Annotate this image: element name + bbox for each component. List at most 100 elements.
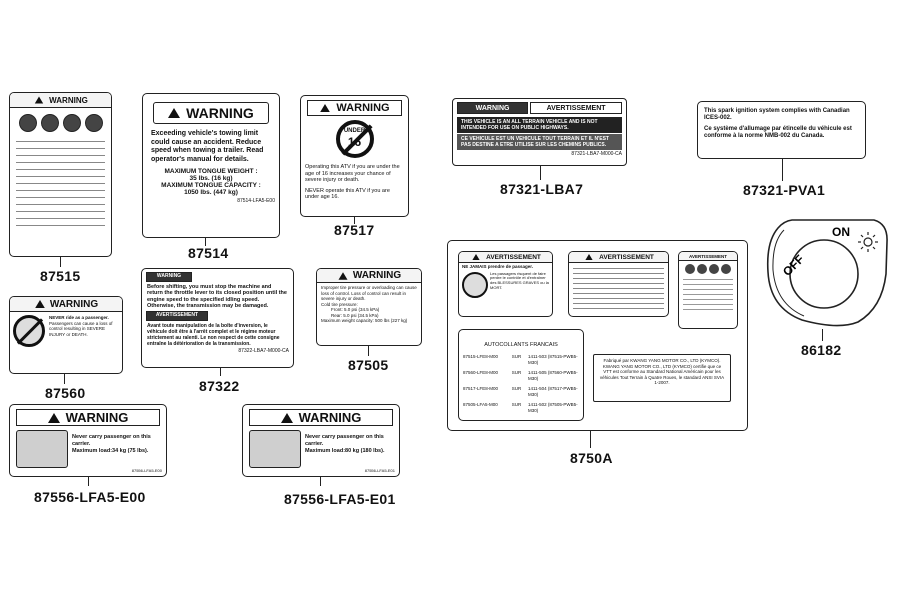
passenger-warning-text: Passengers can cause a loss of control r… (49, 320, 113, 337)
decal-87515: WARNING (9, 92, 112, 257)
part-number-87514: 87514 (188, 245, 229, 261)
warning-title: WARNING (49, 298, 99, 310)
part-number-87560: 87560 (45, 385, 86, 401)
warning-banner: WARNING (457, 102, 529, 114)
french-list-cell-ref: 1411-502 (87505-PWB5-M30) (527, 402, 578, 413)
leader-87556-e01 (320, 477, 321, 486)
no-under-16-icon: UNDER 16 (335, 120, 374, 158)
tongue-capacity-value: 1050 lbs. (447 kg) (184, 189, 238, 196)
french-list-row: 87560-LFE8-M00 SUR 1411-505 (87560-PWB5-M3… (463, 370, 579, 381)
ices-text-fr: Ce système d'allumage par étincelle du v… (704, 126, 852, 139)
carrier-load-text: Maximum load:34 kg (75 lbs). (72, 448, 149, 454)
part-number-87517: 87517 (334, 222, 375, 238)
atv-rider-icon (40, 114, 59, 132)
part-number-87321-pva1: 87321-PVA1 (743, 182, 826, 198)
decal-8750a: AVERTISSEMENT NE JAMAIS prendre de passa… (447, 240, 748, 431)
sub-decal-kymco: Fabriqué par KWANG YANG MOTOR CO., LTD (… (593, 354, 731, 402)
shift-text-fr: Avant toute manipulation de la boîte d'i… (147, 323, 280, 348)
decal-code: 87514-LFA5-E00 (237, 198, 275, 204)
decal-code: 87556-LFA5-E00 (131, 468, 162, 473)
warning-triangle-icon (472, 254, 480, 260)
tongue-weight-label: MAXIMUM TONGUE WEIGHT : (164, 168, 258, 175)
warning-title: WARNING (186, 105, 254, 121)
french-list-row: 87505-LFA5-M00 SUR 1411-502 (87505-PWB5-M3… (463, 402, 579, 413)
decal-87505: WARNING Improper tire pressure or overlo… (316, 268, 422, 346)
atv-rider-icon (84, 114, 103, 132)
avertissement-banner: AVERTISSEMENT (146, 311, 208, 322)
highway-text-fr: CE VEHICULE EST UN VEHICULE TOUT TERRAIN… (457, 134, 622, 150)
decal-87517: WARNING UNDER 16 Operating this ATV if y… (300, 95, 409, 217)
french-list-cell-ref: 1411-505 (87560-PWB5-M30) (527, 370, 578, 381)
part-number-87515: 87515 (40, 268, 81, 284)
atv-rider-icon (721, 264, 731, 274)
no-passenger-icon (13, 315, 45, 347)
leader-87321-lba7 (540, 166, 541, 180)
french-list-cell-code: 87515-LFE8-M00 (463, 354, 499, 359)
sub-decal-general-fr: AVERTISSEMENT (678, 251, 738, 329)
french-list-cell-sur: SUR (511, 354, 522, 359)
leader-87560 (64, 374, 65, 384)
age-never-text: NEVER operate this ATV if you are under … (305, 187, 390, 201)
french-list-row: 87515-LFE8-M00 SUR 1411-503 (87515-PWB5-M3… (463, 354, 579, 365)
french-list-cell-ref: 1411-504 (87517-PWB5-M30) (527, 386, 578, 397)
no-passenger-icon (16, 430, 68, 468)
leader-87321-pva1 (782, 159, 783, 181)
part-number-87556-e01: 87556-LFA5-E01 (284, 491, 396, 507)
leader-86182 (822, 329, 823, 341)
carrier-warning-text: Never carry passenger on this carrier. (305, 434, 384, 447)
decal-87322: WARNING Before shifting, you must stop t… (141, 268, 294, 368)
no-passenger-icon (249, 430, 301, 468)
warning-banner: WARNING (146, 272, 192, 282)
warning-triangle-icon (338, 271, 348, 280)
tire-cold-label: Cold tire pressure: (321, 301, 358, 307)
ignition-panel-inner-shadow (772, 229, 805, 317)
never-passenger-fr: NE JAMAIS prendre de passager. (462, 264, 534, 269)
tongue-capacity-label: MAXIMUM TONGUE CAPACITY : (161, 182, 261, 189)
tire-warning-text: Improper tire pressure or overloading ca… (321, 285, 417, 301)
leader-87505 (368, 346, 369, 356)
french-list-cell-ref: 1411-503 (87515-PWB5-M30) (527, 354, 578, 365)
tire-front: Front: 5.0 psi (34.5 kPa) (331, 307, 380, 312)
shift-text-en: Before shifting, you must stop the machi… (147, 284, 287, 309)
decal-code: 87556-LFA5-E01 (364, 468, 395, 473)
warning-title: WARNING (352, 270, 402, 281)
warning-title: WARNING (49, 95, 88, 105)
leader-87322 (220, 368, 221, 376)
decal-87560: WARNING NEVER ride as a passenger. Passe… (9, 296, 123, 374)
carrier-warning-text: Never carry passenger on this carrier. (72, 434, 151, 447)
atv-rider-icon (685, 264, 695, 274)
sub-decal-passenger-fr: AVERTISSEMENT NE JAMAIS prendre de passa… (458, 251, 553, 317)
kymco-cert-text: Fabriqué par KWANG YANG MOTOR CO., LTD (… (599, 358, 725, 385)
decal-87321-pva1: This spark ignition system complies with… (697, 101, 866, 159)
carrier-load-text: Maximum load:80 kg (180 lbs). (305, 448, 385, 454)
passenger-never-text: NEVER ride as a passenger. (49, 315, 109, 320)
decal-87556-e00: WARNING Never carry passenger on this ca… (9, 404, 167, 477)
towing-text: Exceeding vehicle's towing limit could c… (151, 130, 264, 163)
sun-light-icon (858, 232, 878, 252)
french-list-cell-sur: SUR (511, 386, 522, 391)
tire-max-weight: Maximum weight capacity: 500 lbs (227 kg… (321, 318, 408, 323)
ignition-panel-86182: OFF ON (766, 219, 888, 327)
atv-rider-icon (697, 264, 707, 274)
french-list-title: AUTOCOLLANTS FRANCAIS (484, 342, 558, 348)
atv-rider-icon (18, 114, 37, 132)
part-number-87556-e00: 87556-LFA5-E00 (34, 489, 146, 505)
avertissement-banner: AVERTISSEMENT (530, 102, 622, 114)
no-passenger-icon (462, 271, 488, 298)
atv-rider-icon (62, 114, 81, 132)
leader-87556-e00 (88, 477, 89, 486)
passenger-risk-fr: Les passagers risquent de faire perdre l… (490, 270, 549, 290)
warning-triangle-icon (585, 254, 593, 260)
french-list-cell-sur: SUR (511, 370, 522, 375)
warning-triangle-icon (280, 412, 293, 423)
on-label: ON (832, 225, 850, 239)
highway-text-en: THIS VEHICLE IS AN ALL TERRAIN VEHICLE A… (457, 117, 622, 133)
french-list-cell-sur: SUR (511, 402, 522, 407)
atv-rider-icon (709, 264, 719, 274)
french-list-cell-code: 87505-LFA5-M00 (463, 402, 498, 407)
warning-title: WARNING (298, 410, 362, 425)
french-list-cell-code: 87560-LFE8-M00 (463, 370, 499, 375)
